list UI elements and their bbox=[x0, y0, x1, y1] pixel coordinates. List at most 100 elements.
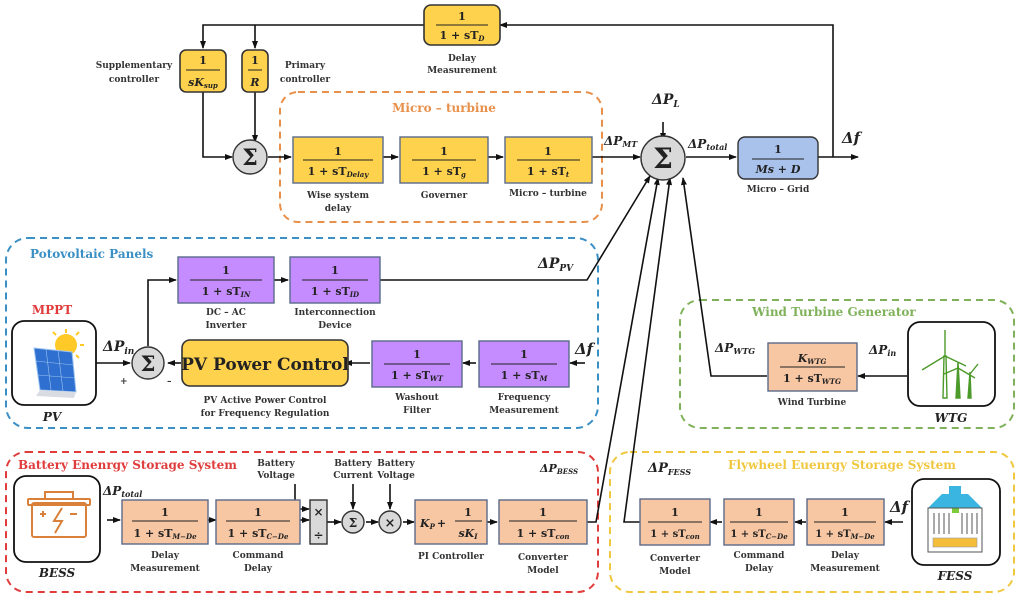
svg-text:1: 1 bbox=[539, 506, 547, 519]
signal-delta-p-pv: ΔPPV bbox=[537, 256, 574, 274]
svg-text:Σ: Σ bbox=[349, 516, 357, 530]
svg-text:1 + sTM−De: 1 + sTM−De bbox=[133, 527, 197, 541]
wtg-source-box bbox=[907, 321, 996, 407]
svg-text:Command: Command bbox=[734, 551, 786, 561]
svg-text:Delay: Delay bbox=[151, 551, 180, 561]
battery-voltage-label-2: Battery bbox=[377, 459, 415, 469]
svg-text:Command: Command bbox=[233, 551, 285, 561]
multiply-divide-block: × ÷ bbox=[309, 499, 328, 545]
signal-delta-p-mt: ΔPMT bbox=[603, 134, 638, 149]
svg-text:Frequency: Frequency bbox=[498, 393, 551, 403]
svg-text:1: 1 bbox=[440, 145, 448, 158]
primary-controller-block: 1 R Primary controller bbox=[241, 49, 330, 93]
svg-text:Converter: Converter bbox=[650, 554, 700, 564]
svg-text:1 + sTID: 1 + sTID bbox=[311, 285, 360, 299]
svg-text:R: R bbox=[249, 76, 259, 89]
svg-text:1: 1 bbox=[334, 145, 342, 158]
svg-text:Model: Model bbox=[527, 566, 559, 576]
svg-text:÷: ÷ bbox=[313, 528, 323, 542]
svg-text:Measurement: Measurement bbox=[489, 406, 559, 416]
signal-delta-p-bess: ΔPBESS bbox=[539, 462, 578, 476]
svg-text:1 + sTWTG: 1 + sTWTG bbox=[783, 372, 841, 386]
battery-current-label: Battery bbox=[334, 459, 372, 469]
plus-sign: + bbox=[120, 377, 128, 387]
svg-text:1 + sTDelay: 1 + sTDelay bbox=[308, 165, 370, 179]
fess-frame bbox=[609, 451, 1015, 593]
battery-icon bbox=[27, 491, 91, 538]
bess-delay-measurement-block: 1 1 + sTM−De Delay Measurement bbox=[121, 499, 209, 574]
signal-delta-f-pv: Δf bbox=[574, 340, 596, 358]
svg-text:Measurement: Measurement bbox=[810, 564, 880, 574]
svg-text:Primary: Primary bbox=[285, 61, 326, 71]
svg-text:Micro – Grid: Micro – Grid bbox=[747, 185, 810, 195]
svg-text:1: 1 bbox=[458, 10, 466, 23]
signal-delta-p-in-wtg: ΔPin bbox=[868, 343, 896, 358]
svg-text:Filter: Filter bbox=[403, 406, 431, 416]
bess-source-label: BESS bbox=[38, 566, 76, 580]
fess-converter-model-block: 1 1 + sTcon Converter Model bbox=[639, 498, 711, 577]
svg-text:Delay: Delay bbox=[244, 564, 273, 574]
pv-source-label: PV bbox=[42, 410, 63, 424]
svg-text:Measurement: Measurement bbox=[427, 66, 497, 76]
svg-text:1: 1 bbox=[331, 264, 339, 277]
svg-text:Ms + D: Ms + D bbox=[755, 163, 801, 176]
wise-system-delay-block: 1 1 + sTDelay Wise system delay bbox=[292, 136, 384, 214]
svg-text:1 + sTWT: 1 + sTWT bbox=[391, 369, 444, 383]
fess-title: Flywheel Euenrgy Storage System bbox=[728, 458, 956, 472]
svg-text:controller: controller bbox=[280, 75, 330, 85]
pv-power-control-block: PV Power Control PV Active Power Control… bbox=[181, 339, 349, 419]
svg-text:Delay: Delay bbox=[831, 551, 860, 561]
svg-text:1 + sTt: 1 + sTt bbox=[527, 165, 570, 179]
svg-text:for Frequency Regulation: for Frequency Regulation bbox=[201, 409, 330, 419]
svg-text:Micro – turbine: Micro – turbine bbox=[509, 189, 587, 199]
svg-text:DC – AC: DC – AC bbox=[206, 308, 246, 318]
svg-text:Inverter: Inverter bbox=[205, 321, 246, 331]
delay-measurement-block: 1 1 + sTD Delay Measurement bbox=[423, 4, 501, 76]
bess-sum-junction: Σ bbox=[341, 510, 365, 534]
svg-text:1: 1 bbox=[161, 506, 169, 519]
wind-turbine-block: KWTG 1 + sTWTG Wind Turbine bbox=[767, 342, 858, 408]
svg-text:1: 1 bbox=[254, 506, 262, 519]
svg-text:Delay: Delay bbox=[745, 564, 774, 574]
wtg-source-label: WTG bbox=[935, 411, 968, 425]
interconnection-device-block: 1 1 + sTID Interconnection Device bbox=[289, 256, 381, 331]
svg-text:sKsup: sKsup bbox=[188, 76, 218, 90]
svg-text:Wind Turbine: Wind Turbine bbox=[777, 398, 847, 408]
micro-turbine-block: 1 1 + sTt Micro – turbine bbox=[504, 136, 593, 199]
governer-block: 1 1 + sTg Governer bbox=[399, 136, 489, 201]
signal-delta-p-in-pv: ΔPin bbox=[102, 339, 134, 357]
svg-text:Delay: Delay bbox=[448, 54, 477, 64]
svg-text:KWTG: KWTG bbox=[797, 352, 827, 366]
svg-text:1: 1 bbox=[199, 54, 207, 67]
microturbine-title: Micro – turbine bbox=[392, 101, 496, 115]
svg-text:Σ: Σ bbox=[242, 145, 258, 171]
svg-text:1 + sTIN: 1 + sTIN bbox=[202, 285, 251, 299]
svg-text:Interconnection: Interconnection bbox=[294, 308, 376, 318]
svg-text:Washout: Washout bbox=[394, 393, 439, 403]
fess-command-delay-block: 1 1 + sTC−De Command Delay bbox=[723, 498, 795, 574]
svg-text:PI Controller: PI Controller bbox=[418, 552, 484, 562]
bess-command-delay-block: 1 1 + sTC−De Command Delay bbox=[215, 499, 301, 574]
svg-text:1: 1 bbox=[464, 506, 472, 519]
battery-voltage-label-2b: Voltage bbox=[376, 471, 415, 481]
fess-source-label: FESS bbox=[937, 569, 973, 583]
svg-text:1: 1 bbox=[671, 506, 679, 519]
fess-source-box bbox=[911, 478, 1001, 566]
pv-frame bbox=[5, 237, 599, 429]
wtg-title: Wind Turbine Generator bbox=[751, 305, 916, 319]
bess-converter-model-block: 1 1 + sTcon Converter Model bbox=[498, 499, 588, 576]
svg-text:1: 1 bbox=[544, 145, 552, 158]
svg-text:Model: Model bbox=[659, 567, 691, 577]
fess-delay-measurement-block: 1 1 + sTM−De Delay Measurement bbox=[806, 498, 885, 574]
svg-text:1: 1 bbox=[222, 264, 230, 277]
svg-text:1 + sTC−De: 1 + sTC−De bbox=[730, 529, 788, 541]
wtg-frame bbox=[679, 299, 1015, 429]
controller-sum-junction: Σ bbox=[232, 139, 268, 175]
battery-current-label-b: Current bbox=[333, 471, 373, 481]
svg-text:PV Power Control: PV Power Control bbox=[181, 355, 349, 375]
solar-panel-icon bbox=[33, 329, 84, 398]
svg-text:Governer: Governer bbox=[421, 191, 468, 201]
svg-text:controller: controller bbox=[109, 75, 159, 85]
battery-voltage-label-1b: Voltage bbox=[256, 471, 295, 481]
pv-title: Potovoltaic Panels bbox=[30, 247, 154, 261]
